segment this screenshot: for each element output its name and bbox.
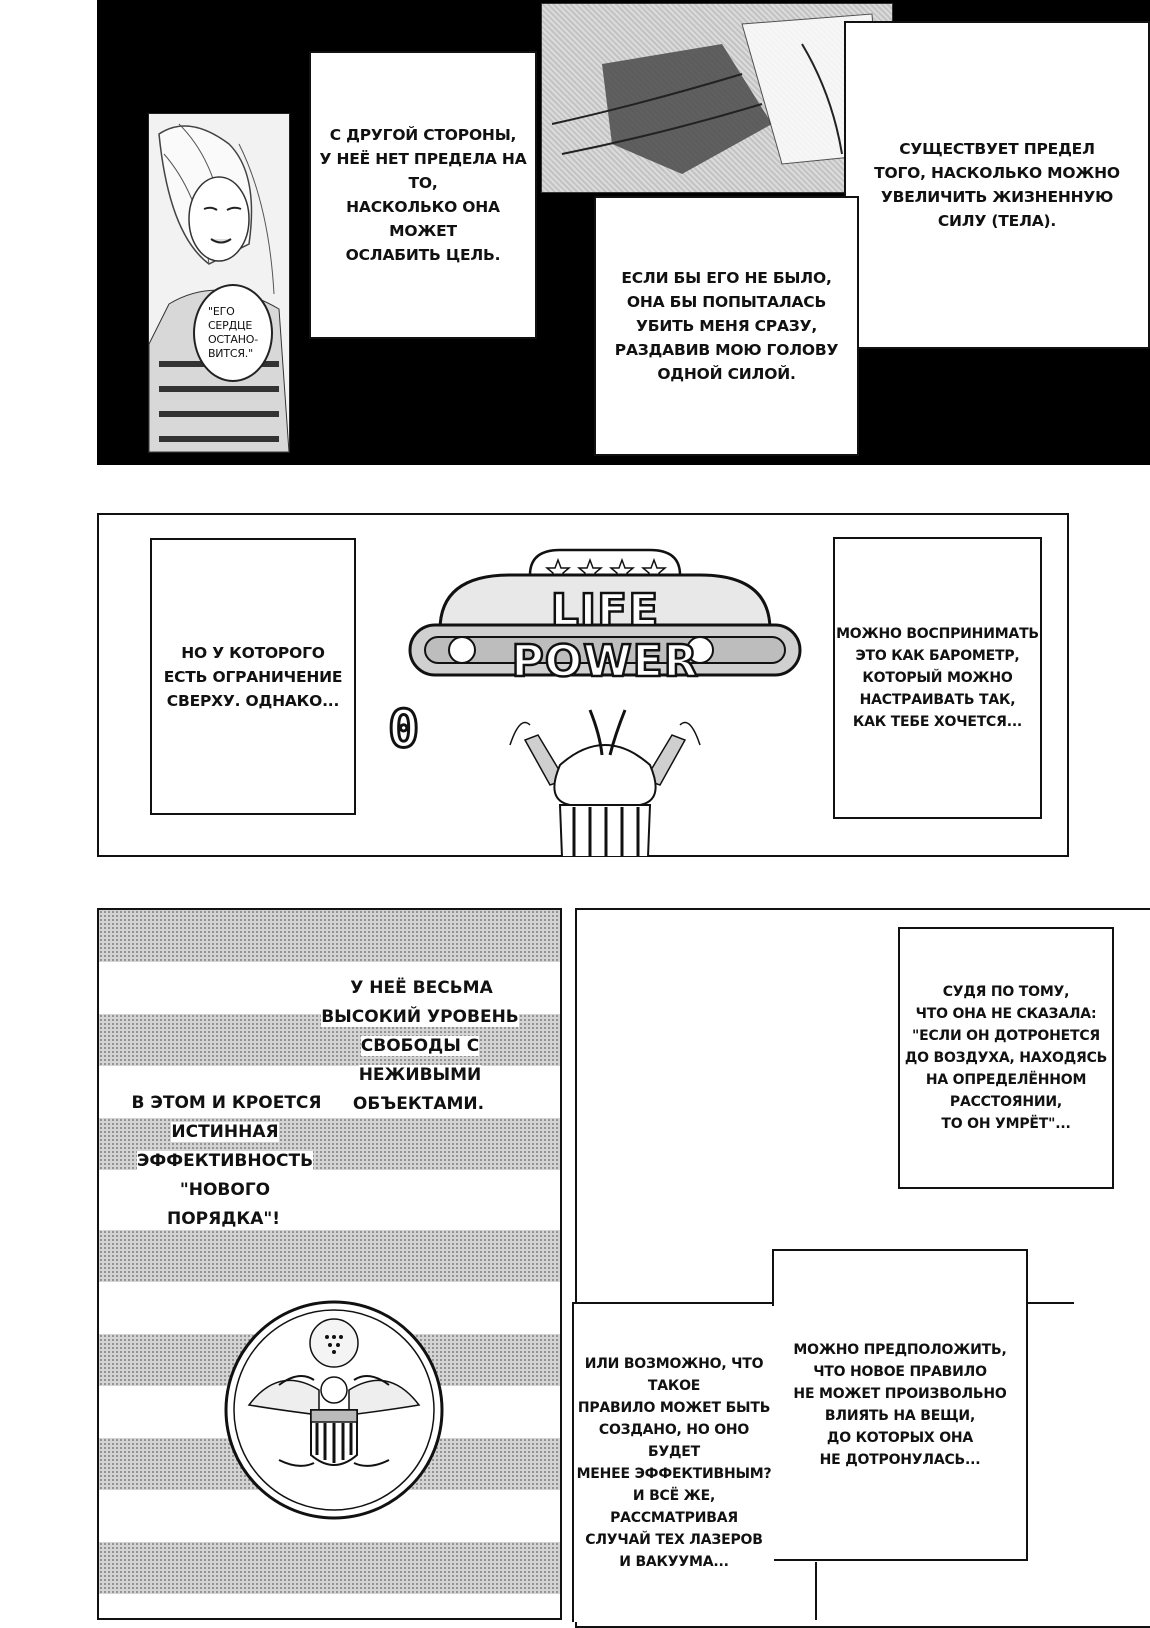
flag-text-b: В ЭТОМ И КРОЕТСЯ ИСТИННАЯ ЭФФЕКТИВНОСТЬ … (125, 1060, 325, 1234)
flag-text-b-content: В ЭТОМ И КРОЕТСЯ ИСТИННАЯ ЭФФЕКТИВНОСТЬ … (128, 1093, 322, 1229)
caption-text-4: НО У КОТОРОГО ЕСТЬ ОГРАНИЧЕНИЕ СВЕРХУ. О… (163, 643, 343, 710)
character-portrait (148, 113, 290, 453)
caption-box-5: МОЖНО ВОСПРИНИМАТЬ ЭТО КАК БАРОМЕТР, КОТ… (833, 537, 1042, 819)
flag-stripe (99, 910, 560, 962)
caption-text-1: С ДРУГОЙ СТОРОНЫ, У НЕЁ НЕТ ПРЕДЕЛА НА Т… (319, 126, 527, 264)
caption-text-3: ЕСЛИ БЫ ЕГО НЕ БЫЛО, ОНА БЫ ПОПЫТАЛАСЬ У… (614, 269, 839, 383)
character-arms-raised (490, 705, 720, 858)
action-scene-image (541, 3, 893, 193)
great-seal-emblem (219, 1295, 449, 1525)
caption-box-1: С ДРУГОЙ СТОРОНЫ, У НЕЁ НЕТ ПРЕДЕЛА НА Т… (309, 51, 537, 339)
action-illustration (542, 4, 892, 192)
caption-box-8: ИЛИ ВОЗМОЖНО, ЧТО ТАКОЕ ПРАВИЛО МОЖЕТ БЫ… (574, 1306, 774, 1620)
caption-box-7: МОЖНО ПРЕДПОЛОЖИТЬ, ЧТО НОВОЕ ПРАВИЛО НЕ… (772, 1249, 1028, 1561)
flag-stripe (99, 1230, 560, 1282)
meter-digit: 0 (386, 699, 420, 762)
portrait-illustration (149, 114, 289, 452)
caption-text-6: СУДЯ ПО ТОМУ, ЧТО ОНА НЕ СКАЗАЛА: "ЕСЛИ … (904, 984, 1108, 1132)
life-power-sign: LIFE POWER (400, 525, 810, 705)
panel-divider (815, 1562, 817, 1620)
speech-bubble-text: "ЕГО СЕРДЦЕ ОСТАНО- ВИТСЯ." (207, 305, 259, 360)
caption-text-8: ИЛИ ВОЗМОЖНО, ЧТО ТАКОЕ ПРАВИЛО МОЖЕТ БЫ… (576, 1356, 772, 1570)
caption-text-2: СУЩЕСТВУЕТ ПРЕДЕЛ ТОГО, НАСКОЛЬКО МОЖНО … (874, 140, 1120, 230)
caption-text-7: МОЖНО ПРЕДПОЛОЖИТЬ, ЧТО НОВОЕ ПРАВИЛО НЕ… (793, 1342, 1007, 1468)
character-illustration (509, 709, 701, 858)
seal-illustration (224, 1300, 444, 1520)
caption-box-2: СУЩЕСТВУЕТ ПРЕДЕЛ ТОГО, НАСКОЛЬКО МОЖНО … (844, 21, 1150, 349)
caption-box-6: СУДЯ ПО ТОМУ, ЧТО ОНА НЕ СКАЗАЛА: "ЕСЛИ … (898, 927, 1114, 1189)
life-power-label: LIFE POWER (510, 584, 699, 689)
caption-box-4: НО У КОТОРОГО ЕСТЬ ОГРАНИЧЕНИЕ СВЕРХУ. О… (150, 538, 356, 815)
flag-stripe (99, 1542, 560, 1594)
caption-box-3: ЕСЛИ БЫ ЕГО НЕ БЫЛО, ОНА БЫ ПОПЫТАЛАСЬ У… (594, 196, 859, 456)
caption-text-5: МОЖНО ВОСПРИНИМАТЬ ЭТО КАК БАРОМЕТР, КОТ… (836, 626, 1039, 730)
speech-bubble: "ЕГО СЕРДЦЕ ОСТАНО- ВИТСЯ." (193, 284, 273, 382)
flag-text-a: У НЕЁ ВЕСЬМА ВЫСОКИЙ УРОВЕНЬ СВОБОДЫ С Н… (300, 945, 540, 1119)
flag-text-a-content: У НЕЁ ВЕСЬМА ВЫСОКИЙ УРОВЕНЬ СВОБОДЫ С Н… (321, 978, 519, 1114)
life-power-sign-graphic (408, 548, 802, 677)
